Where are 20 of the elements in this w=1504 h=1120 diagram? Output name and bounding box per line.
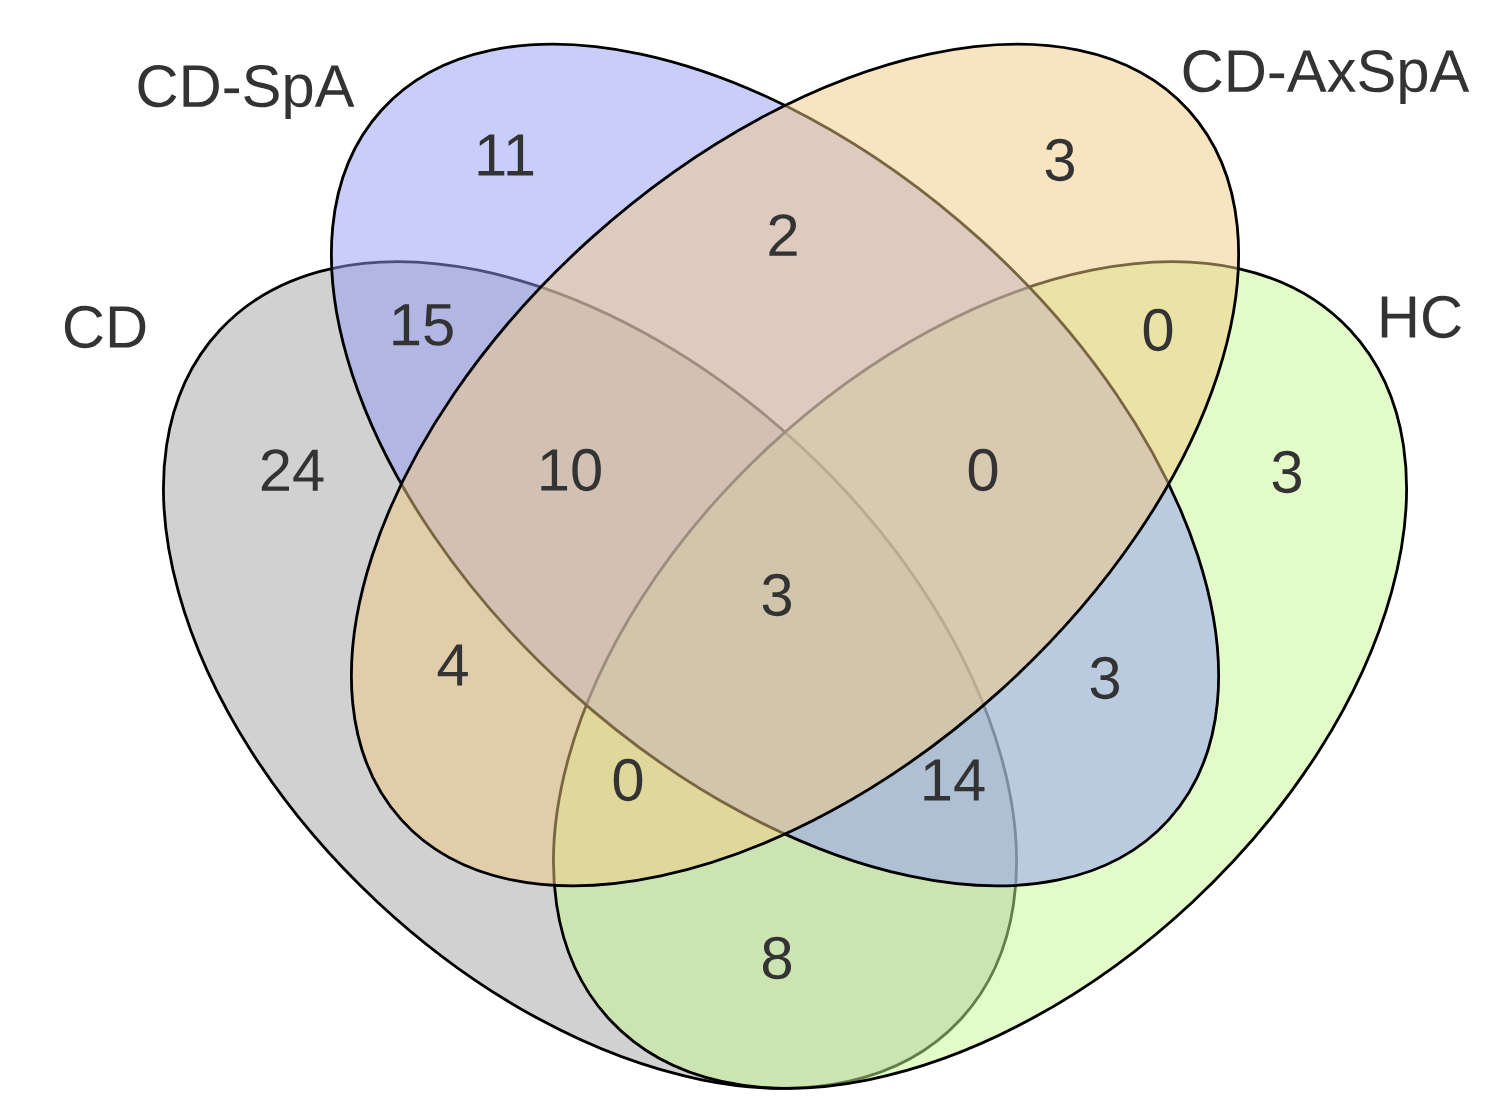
- set-label: CD: [64, 305, 146, 349]
- region-count: 8: [763, 936, 792, 980]
- set-label: CD-AxSpA: [1183, 49, 1470, 105]
- set-label: HC: [1381, 295, 1461, 339]
- region-count: 14: [924, 759, 985, 801]
- region-count: 3: [1090, 656, 1119, 700]
- region-count: 15: [393, 304, 453, 346]
- region-count: 0: [1143, 308, 1173, 352]
- region-count: 4: [437, 644, 468, 686]
- region-count: 11: [478, 134, 534, 176]
- region-count: 10: [541, 448, 601, 492]
- region-count: 0: [968, 448, 998, 492]
- region-count: 0: [613, 758, 643, 802]
- region-count: 3: [1272, 450, 1301, 494]
- region-count: 3: [1045, 138, 1074, 182]
- set-label: CD-SpA: [138, 64, 355, 120]
- region-count: 24: [261, 449, 324, 491]
- venn-ellipse: [162, 260, 1018, 1090]
- region-count: 2: [769, 214, 797, 256]
- region-count: 3: [762, 573, 791, 617]
